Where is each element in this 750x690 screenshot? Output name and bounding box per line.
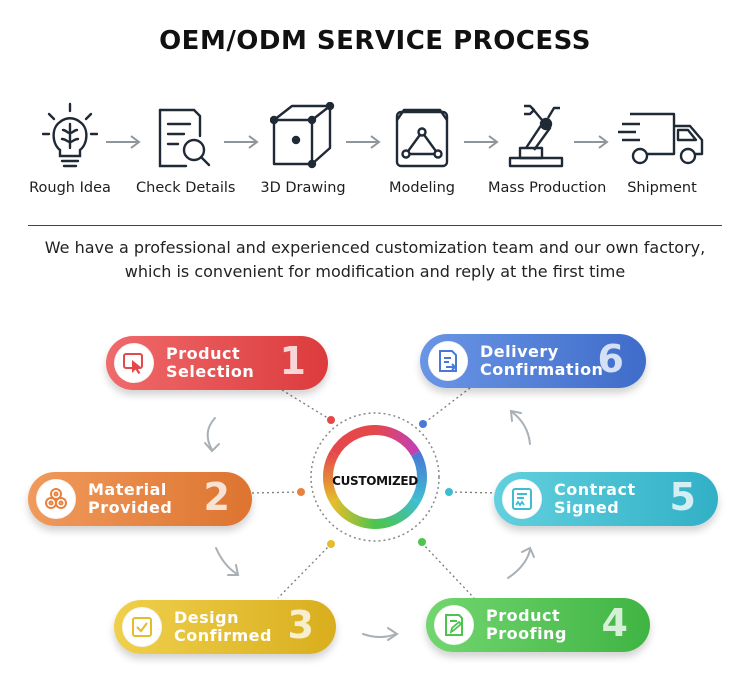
connector-dot: [445, 488, 453, 496]
step-label: Rough Idea: [29, 180, 111, 196]
stage-design-confirmed: Design Confirmed 3: [114, 600, 336, 654]
step-mass-production: Mass Production: [488, 102, 606, 196]
stage-text: Contract Signed: [554, 480, 636, 517]
stage-text: Delivery Confirmation: [480, 342, 604, 379]
stage-number: 4: [601, 601, 628, 645]
stage-icon-circle: [122, 607, 162, 647]
delivery-truck-icon: [618, 112, 704, 165]
stage-text: Product Proofing: [486, 606, 567, 643]
connector-dot: [419, 420, 427, 428]
step-label: Check Details: [136, 180, 236, 196]
stage-number: 3: [287, 603, 314, 647]
stage-number: 1: [279, 339, 306, 383]
stage-text: Design Confirmed: [174, 608, 272, 645]
step-rough-idea: Rough Idea: [29, 102, 111, 196]
step-label: Shipment: [627, 180, 697, 196]
description-text: We have a professional and experienced c…: [44, 238, 706, 281]
cursor-select-icon: [123, 353, 143, 374]
stage-number: 5: [669, 475, 696, 519]
step-modeling: Modeling: [389, 102, 455, 196]
stage-number: 2: [203, 475, 230, 519]
step-label: Modeling: [389, 180, 455, 196]
stage-icon-circle: [434, 605, 474, 645]
stage-text: Material Provided: [88, 480, 173, 517]
cube-icon: [270, 102, 335, 169]
page-title: OEM/ODM SERVICE PROCESS: [159, 26, 591, 56]
robot-arm-icon: [508, 104, 564, 168]
delivery-form-icon: [439, 350, 457, 372]
arrow-right-icon: [106, 135, 141, 149]
stage-icon-circle: [36, 479, 76, 519]
connector-dot: [297, 488, 305, 496]
stage-icon-circle: [114, 343, 154, 383]
arrow-right-icon: [574, 135, 609, 149]
arrow-right-icon: [224, 135, 259, 149]
connector-dot: [327, 416, 335, 424]
material-rolls-icon: [45, 488, 67, 509]
divider: [28, 225, 722, 226]
edit-document-icon: [445, 614, 463, 636]
customized-hub: [310, 412, 440, 542]
stage-contract-signed: Contract Signed 5: [494, 472, 718, 526]
stage-material-provided: Material Provided 2: [28, 472, 252, 526]
step-3d-drawing: 3D Drawing: [260, 102, 346, 196]
brain-lightbulb-icon: [42, 102, 98, 168]
modeling-box-icon: [395, 108, 449, 168]
signed-contract-icon: [512, 488, 532, 510]
connector-dot: [418, 538, 426, 546]
connector-dot: [327, 540, 335, 548]
checkbox-icon: [132, 617, 152, 637]
arrow-right-icon: [464, 135, 499, 149]
stage-icon-circle: [502, 479, 542, 519]
step-check-details: Check Details: [136, 102, 235, 196]
document-magnifier-icon: [158, 108, 211, 168]
center-label: CUSTOMIZED: [332, 474, 418, 488]
stage-icon-circle: [428, 341, 468, 381]
stage-text: Product Selection: [166, 344, 255, 381]
step-label: 3D Drawing: [260, 180, 346, 196]
stage-product-proofing: Product Proofing 4: [426, 598, 650, 652]
stage-number: 6: [597, 337, 624, 381]
stage-delivery-confirmation: Delivery Confirmation 6: [420, 334, 646, 388]
arrow-right-icon: [346, 135, 381, 149]
step-label: Mass Production: [488, 180, 607, 196]
step-shipment: Shipment: [618, 102, 706, 196]
stage-product-selection: Product Selection 1: [106, 336, 328, 390]
